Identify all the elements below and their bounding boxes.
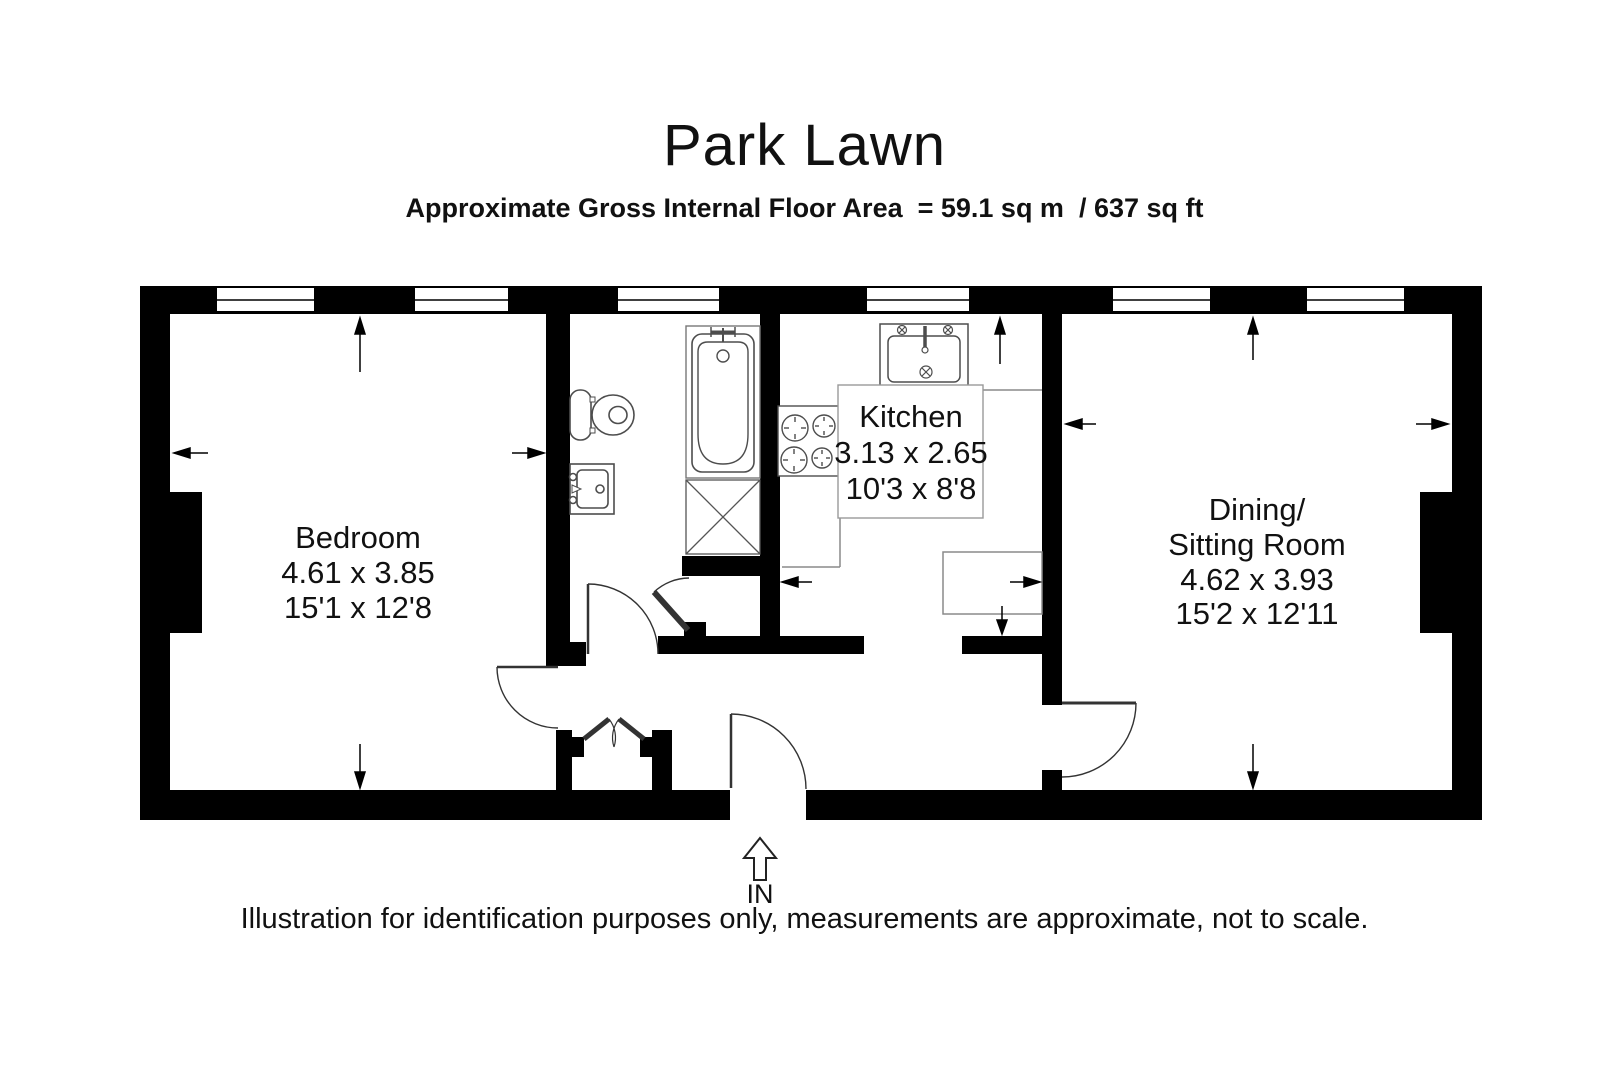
dining-name-line1: Dining/ (1209, 492, 1306, 527)
kitchen-label: Kitchen 3.13 x 2.65 10'3 x 8'8 (834, 399, 987, 506)
internal-walls (546, 314, 1062, 790)
bedroom-door (496, 665, 559, 729)
dining-metric-dims: 4.62 x 3.93 (1180, 562, 1333, 597)
shower-cupboard-icon (685, 479, 761, 555)
disclaimer-text: Illustration for identification purposes… (240, 903, 1369, 935)
entrance-label: IN (747, 879, 774, 909)
bedroom-bathroom-wall (546, 314, 570, 666)
window (865, 286, 971, 313)
bathroom-bottom-wall (658, 636, 864, 654)
closet-double-doors (582, 717, 646, 748)
window (413, 286, 510, 313)
page-title: Park Lawn (662, 113, 947, 178)
cupboard-door (651, 577, 691, 633)
right-pillar (1420, 492, 1452, 633)
bathroom-sink-icon (568, 463, 615, 515)
window (1305, 286, 1406, 313)
bathroom-kitchen-wall (760, 314, 780, 654)
floor-area-subtitle: Approximate Gross Internal Floor Area = … (405, 193, 1204, 223)
window (1111, 286, 1212, 313)
bathtub-icon (685, 325, 761, 479)
bedroom-imperial-dims: 15'1 x 12'8 (284, 590, 432, 625)
entrance-arrow-icon (741, 836, 779, 881)
closet-left-stub (556, 730, 572, 790)
closet-right-stub (652, 730, 672, 790)
bath-tap (710, 327, 736, 342)
window (616, 286, 721, 313)
kitchen-bottom-wall (962, 636, 1044, 654)
window (215, 286, 316, 313)
bathroom-door (586, 583, 659, 655)
dining-name-line2: Sitting Room (1168, 527, 1345, 562)
doors (496, 577, 1137, 790)
dining-sitting-label: Dining/ Sitting Room 4.62 x 3.93 15'2 x … (1168, 492, 1345, 631)
sink-drain (919, 365, 933, 379)
bedroom-arrows (171, 315, 547, 791)
kitchen-dining-wall (1042, 314, 1062, 705)
windows (215, 286, 1406, 313)
kitchen-label-box (837, 384, 984, 519)
bedroom-label: Bedroom 4.61 x 3.85 15'1 x 12'8 (281, 520, 434, 625)
dining-room-door (1061, 701, 1137, 778)
room-labels: Bedroom 4.61 x 3.85 15'1 x 12'8 Kitchen … (281, 399, 1345, 631)
left-pillar (170, 492, 202, 633)
bedroom-metric-dims: 4.61 x 3.85 (281, 555, 434, 590)
toilet-icon (569, 389, 635, 441)
bedroom-name: Bedroom (295, 520, 421, 555)
dimension-arrows (171, 315, 1451, 791)
kitchen-arrows (779, 315, 1043, 637)
entrance-door (729, 713, 807, 790)
hob-icon (777, 405, 841, 477)
kitchen-metric-dims: 3.13 x 2.65 (834, 435, 987, 470)
entrance-marker: IN (741, 836, 779, 909)
dining-imperial-dims: 15'2 x 12'11 (1176, 596, 1339, 631)
kitchen-imperial-dims: 10'3 x 8'8 (846, 471, 977, 506)
kitchen-name: Kitchen (859, 399, 962, 434)
outer-walls (140, 286, 1482, 820)
dining-arrows (1063, 315, 1451, 791)
sink-taps (896, 324, 954, 354)
kitchen-sink-icon (879, 323, 969, 389)
